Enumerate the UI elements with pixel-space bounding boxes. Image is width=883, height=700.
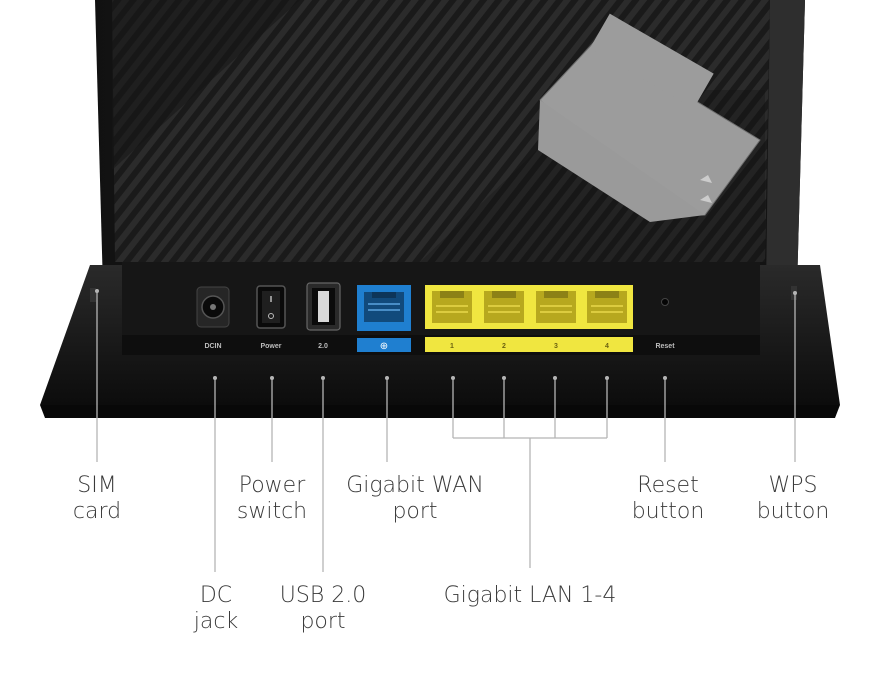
wan-port-strip [357, 338, 411, 352]
label-lan-4: 4 [605, 343, 609, 350]
dc-jack [196, 286, 230, 328]
label-usb: 2.0 [318, 343, 328, 350]
label-reset: Reset [655, 343, 675, 350]
callout-lan-ports: Gigabit LAN 1-4 [443, 583, 617, 608]
callout-wps-button: WPS button [756, 473, 830, 524]
lan-port-3[interactable] [536, 291, 576, 323]
power-switch[interactable] [256, 285, 286, 329]
callout-dc-jack: DC jack [193, 583, 239, 634]
label-dcin: DCIN [204, 343, 221, 350]
callout-wan-port: Gigabit WAN port [346, 473, 484, 524]
lan-port-2[interactable] [484, 291, 524, 323]
reset-pinhole[interactable] [661, 298, 669, 306]
sim-slot[interactable] [90, 288, 96, 302]
lan-port-1[interactable] [432, 291, 472, 323]
label-power: Power [260, 343, 281, 350]
callout-usb-port: USB 2.0 port [279, 583, 367, 634]
lan-port-4[interactable] [587, 291, 627, 323]
label-lan-3: 3 [554, 343, 558, 350]
wan-icon: ⊕ [380, 341, 388, 352]
callout-reset-button: Reset button [631, 473, 705, 524]
callout-power-switch: Power switch [236, 473, 308, 524]
callout-sim-card: SIM card [72, 473, 122, 524]
label-lan-2: 2 [502, 343, 506, 350]
label-lan-1: 1 [450, 343, 454, 350]
regulatory-label [538, 13, 761, 222]
wan-port[interactable] [357, 285, 411, 331]
rear-panel: ⊕ [122, 262, 760, 355]
usb-port[interactable] [306, 282, 341, 331]
leader-lines [95, 289, 797, 572]
lan-ports [425, 285, 633, 352]
